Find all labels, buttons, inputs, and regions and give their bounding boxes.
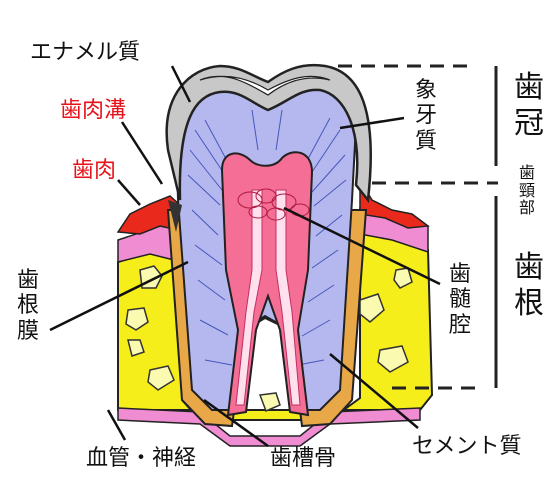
vessel-band (117, 407, 421, 447)
leader-lines (49, 65, 441, 448)
label-blood-nerve: 血管・神経 (86, 446, 197, 471)
label-neck: 歯頸部 (518, 163, 535, 218)
label-dentin: 象牙質 (414, 78, 437, 154)
canal-vessels (235, 189, 301, 406)
gingiva-right (359, 177, 430, 229)
label-crown: 歯冠 (514, 70, 544, 141)
label-gingival-sulcus: 歯肉溝 (60, 98, 127, 123)
region-brackets (338, 64, 498, 390)
enamel-highlight (199, 75, 331, 96)
dentin-lines (187, 109, 347, 366)
label-pulp-cavity: 歯髄腔 (448, 262, 471, 338)
label-enamel: エナメル質 (30, 40, 141, 65)
pulp-shape (220, 151, 314, 417)
label-gingiva: 歯肉 (72, 158, 117, 183)
label-cementum: セメント質 (412, 434, 522, 459)
label-alveolar-bone: 歯槽骨 (270, 446, 337, 471)
gingival-sulcus-wedge (168, 200, 182, 232)
label-pdl: 歯根膜 (16, 268, 39, 344)
label-root: 歯根 (514, 250, 544, 321)
